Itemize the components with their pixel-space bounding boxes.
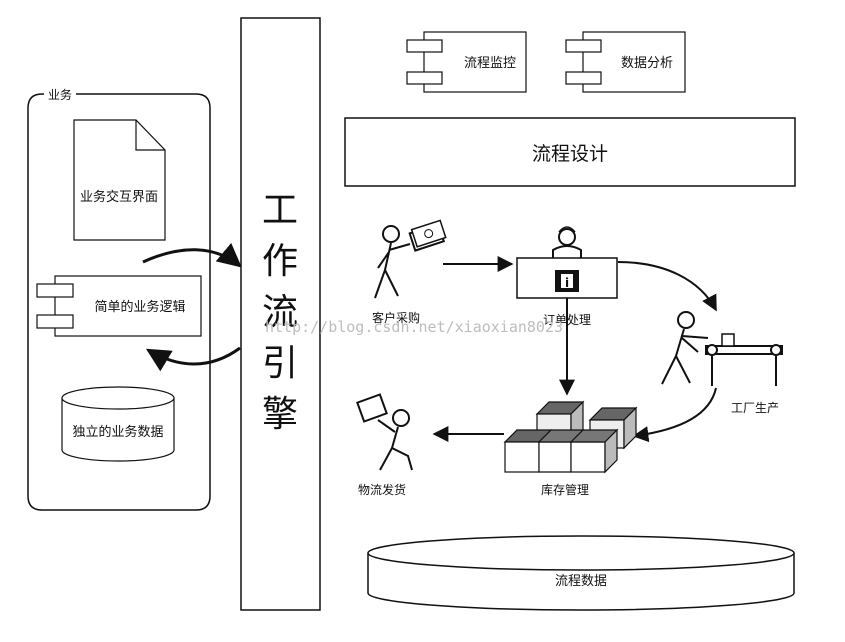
to-engine-arrow xyxy=(142,242,242,268)
monitor-label: 流程监控 xyxy=(464,56,516,71)
ui-document-label: 业务交互界面 xyxy=(80,189,158,205)
business-data-store: 独立的业务数据 xyxy=(61,386,175,462)
warehouse-boxes-icon xyxy=(503,400,638,474)
ui-document-shape: 业务交互界面 xyxy=(73,119,166,241)
order-desk-icon: i xyxy=(516,226,618,299)
warehouse-label: 库存管理 xyxy=(541,482,589,497)
analysis-component: 数据分析 xyxy=(565,31,686,93)
logistics-label: 物流发货 xyxy=(358,482,406,497)
factory-label: 工厂生产 xyxy=(731,401,779,415)
monitor-component: 流程监控 xyxy=(406,31,527,93)
business-data-label: 独立的业务数据 xyxy=(72,424,163,440)
workflow-engine: 工 作 流 引 擎 xyxy=(240,17,321,611)
business-logic-component: 简单的业务逻辑 xyxy=(36,275,202,337)
engine-char-2: 作 xyxy=(262,241,298,282)
business-group-label: 业务 xyxy=(48,87,72,102)
engine-char-5: 擎 xyxy=(262,394,298,435)
factory-worker-icon xyxy=(661,311,783,386)
factory-to-warehouse-arrow xyxy=(632,387,717,443)
watermark-text: http://blog.csdn.net/xiaoxian8023 xyxy=(265,318,563,336)
process-data-label: 流程数据 xyxy=(555,574,607,589)
engine-char-1: 工 xyxy=(262,190,298,231)
logistics-carrier-icon xyxy=(356,393,413,471)
business-logic-label: 简单的业务逻辑 xyxy=(94,299,185,315)
analysis-label: 数据分析 xyxy=(621,56,673,71)
engine-char-4: 引 xyxy=(262,343,298,384)
process-design-label: 流程设计 xyxy=(532,143,608,165)
from-engine-arrow xyxy=(145,346,241,372)
process-data-store: 流程数据 xyxy=(367,535,795,611)
engine-char-3: 流 xyxy=(262,292,298,333)
customer-label: 客户采购 xyxy=(372,310,420,325)
order-to-factory-arrow xyxy=(617,261,717,312)
info-glyph-icon: i xyxy=(565,276,569,290)
business-group: 业务 业务交互界面 简单的业务逻辑 独立的业务数据 xyxy=(27,87,211,511)
customer-figure-icon xyxy=(374,219,447,299)
process-design-bar: 流程设计 xyxy=(344,117,796,187)
